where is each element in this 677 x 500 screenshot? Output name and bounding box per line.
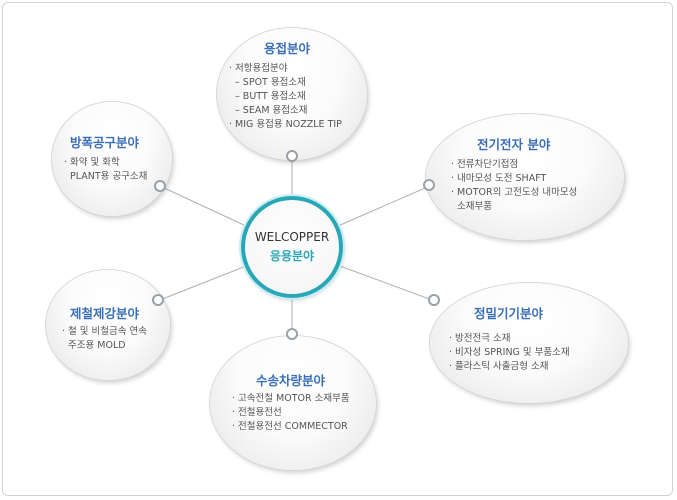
center-node: WELCOPPER 응용분야 — [241, 196, 343, 298]
connector-dot-electrical — [423, 179, 435, 191]
list-item: · 전철용전선 COMMECTOR — [232, 421, 348, 432]
link-precision — [339, 265, 433, 301]
connector-dot-transport — [286, 328, 298, 340]
node-steel-title: 제철제강분야 — [70, 306, 140, 321]
node-explosion — [52, 102, 172, 216]
link-steel — [159, 265, 247, 301]
list-item: · 저항용접분야 — [229, 63, 288, 74]
list-item: · 전류차단기접점 — [451, 159, 519, 170]
list-item: · 철 및 비철금속 연속 — [62, 326, 148, 337]
node-precision-items: · 방전전극 소재 · 비자성 SPRING 및 부품소재 · 플라스틱 사출금… — [449, 332, 570, 374]
list-item: PLANT용 공구소재 — [64, 171, 148, 182]
node-welding-items: · 저항용접분야 – SPOT 용접소재 – BUTT 용접소재 – SEAM … — [229, 62, 342, 132]
node-steel-items: · 철 및 비철금속 연속 주조용 MOLD — [62, 325, 147, 353]
connector-dot-precision — [428, 294, 440, 306]
node-electrical — [426, 114, 624, 240]
node-steel — [46, 270, 170, 380]
center-label-brand: WELCOPPER — [254, 230, 330, 244]
list-item: 소재부품 — [451, 201, 492, 212]
list-item: 주조용 MOLD — [62, 340, 126, 351]
link-electrical — [337, 184, 433, 227]
list-item: · 전철용전선 — [232, 407, 282, 418]
connector-dot-welding — [286, 150, 298, 162]
node-transport-title: 수송차량분야 — [256, 373, 326, 388]
list-item: · 고속전철 MOTOR 소재부품 — [232, 393, 350, 404]
list-item: · 방전전극 소재 — [449, 333, 511, 344]
list-item: – SEAM 용접소재 — [229, 105, 308, 116]
node-precision-title: 정밀기기분야 — [474, 306, 544, 321]
node-welding-title: 용접분야 — [264, 41, 311, 56]
node-explosion-items: · 화약 및 화학 PLANT용 공구소재 — [64, 156, 147, 184]
link-explosion — [159, 185, 247, 227]
list-item: – SPOT 용접소재 — [229, 77, 306, 88]
node-electrical-title: 전기전자 분야 — [477, 137, 551, 152]
list-item: – BUTT 용접소재 — [229, 91, 306, 102]
connector-dot-steel — [152, 294, 164, 306]
connector-dot-explosion — [154, 180, 166, 192]
node-precision — [430, 283, 628, 403]
list-item: · MOTOR의 고전도성 내마모성 — [451, 187, 578, 198]
node-explosion-title: 방폭공구분야 — [70, 135, 140, 150]
list-item: · 화약 및 화학 — [64, 157, 120, 168]
list-item: · 비자성 SPRING 및 부품소재 — [449, 347, 570, 358]
node-transport — [210, 336, 376, 470]
node-electrical-items: · 전류차단기접점 · 내마모성 도전 SHAFT · MOTOR의 고전도성 … — [451, 158, 577, 214]
list-item: · 내마모성 도전 SHAFT — [451, 173, 547, 184]
list-item: · 플라스틱 사출금형 소재 — [449, 361, 549, 372]
list-item: · MIG 용접용 NOZZLE TIP — [229, 119, 342, 130]
center-label-title: 응용분야 — [269, 249, 315, 263]
node-transport-items: · 고속전철 MOTOR 소재부품 · 전철용전선 · 전철용전선 COMMEC… — [232, 392, 350, 434]
node-welding — [217, 28, 367, 160]
